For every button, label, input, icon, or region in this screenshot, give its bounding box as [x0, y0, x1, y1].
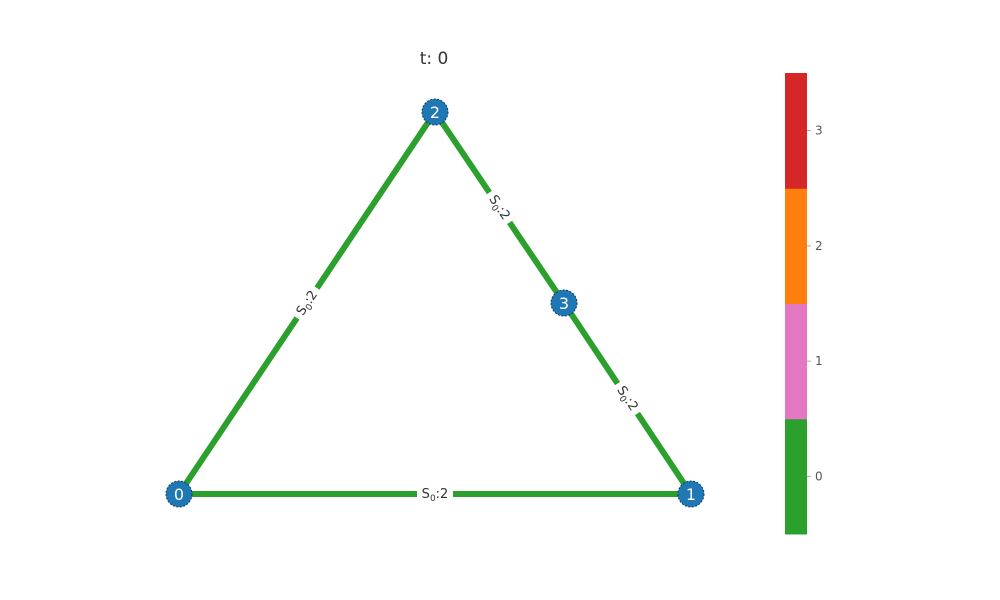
colorbar-tick-label: 2	[815, 239, 823, 253]
node-2: 2	[421, 98, 449, 126]
colorbar-tick-label: 0	[815, 469, 823, 483]
colorbar-segment-0	[785, 418, 807, 535]
node-circle	[165, 480, 193, 508]
node-1: 1	[677, 480, 705, 508]
node-circle	[550, 289, 578, 317]
node-label: 3	[559, 294, 569, 313]
edge-label-text: S0:2	[422, 487, 449, 504]
colorbar-tick-label: 1	[815, 354, 823, 368]
colorbar-segment-2	[785, 188, 807, 304]
node-circle	[421, 98, 449, 126]
node-circle	[677, 480, 705, 508]
edge-label-3-1: S0:2	[611, 378, 645, 418]
edge-label-background	[611, 378, 645, 418]
node-0: 0	[165, 480, 193, 508]
diagram-title: t: 0	[420, 49, 449, 69]
node-label: 1	[686, 485, 696, 504]
colorbar-segment-3	[785, 73, 807, 189]
edges-layer: S0:2S0:2S0:2S0:2	[176, 110, 694, 504]
node-label: 0	[174, 485, 184, 504]
edge-label-2-3: S0:2	[483, 187, 518, 227]
edge-label-background	[417, 485, 453, 501]
nodes-layer: 0 1 2 3	[165, 98, 705, 508]
edge-label-background	[483, 187, 518, 227]
edge-label-0-2: S0:2	[289, 283, 323, 322]
node-label: 2	[430, 103, 440, 122]
colorbar-tick-label: 3	[815, 124, 823, 138]
colorbar: 0 1 2 3	[785, 73, 823, 535]
edge-label-background	[289, 283, 323, 322]
colorbar-segment-1	[785, 303, 807, 420]
edge-label-0-1: S0:2	[417, 485, 453, 504]
node-3: 3	[550, 289, 578, 317]
